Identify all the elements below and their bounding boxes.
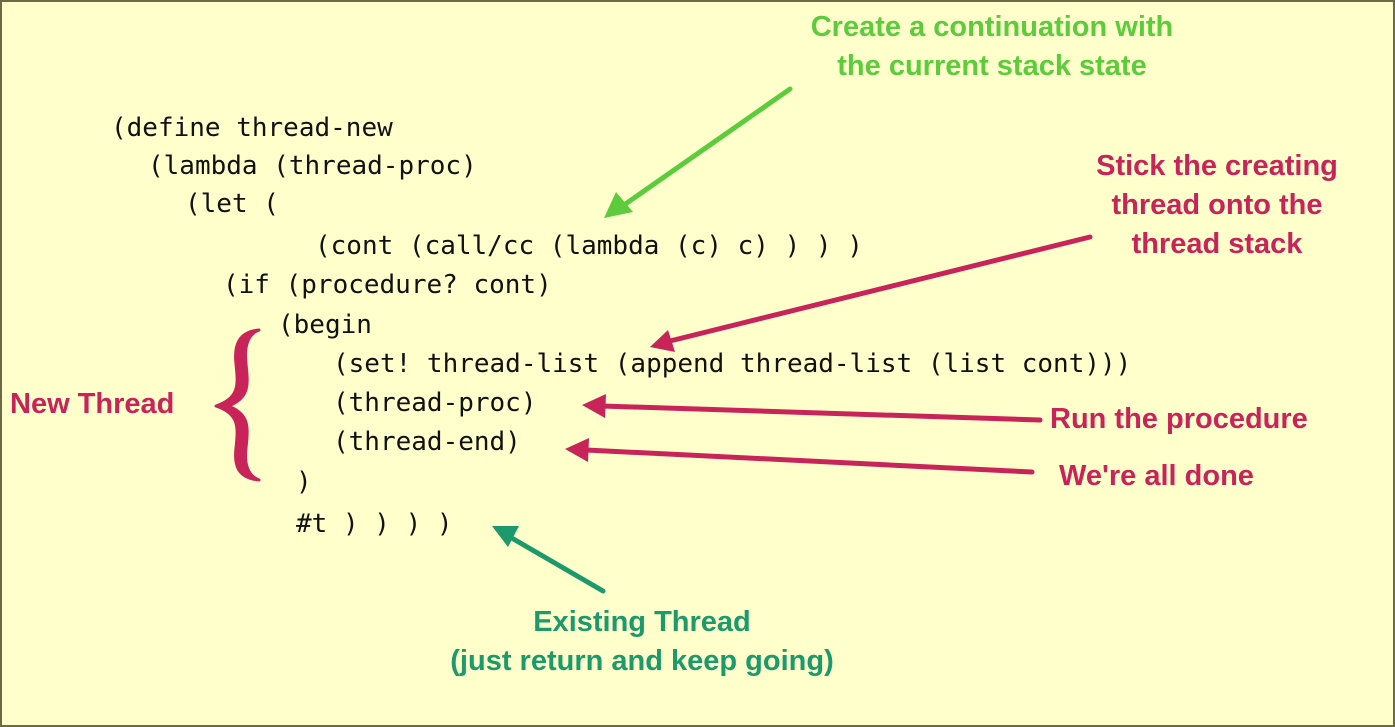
code-line-let: (let ( (185, 189, 279, 219)
annotation-stick-line-3: thread stack (1131, 228, 1303, 260)
annotation-continuation: Create a continuation with the current s… (762, 8, 1222, 86)
code-line-lambda: (lambda (thread-proc) (148, 151, 477, 181)
annotation-stick-line-1: Stick the creating (1096, 150, 1338, 182)
code-line-define: (define thread-new (111, 113, 393, 143)
red-arrow-done-icon (565, 438, 1035, 475)
annotation-run-procedure: Run the procedure (1050, 403, 1308, 435)
code-line-if: (if (procedure? cont) (223, 270, 552, 300)
annotation-continuation-line-2: the current stack state (837, 50, 1147, 82)
curly-brace-icon (214, 328, 261, 482)
annotation-existing-thread: Existing Thread (just return and keep go… (382, 603, 902, 681)
annotation-new-thread: New Thread (10, 388, 175, 420)
green-arrow-icon (604, 86, 793, 218)
code-line-thread-proc: (thread-proc) (333, 388, 537, 418)
annotation-stick-line-2: thread onto the (1111, 189, 1323, 221)
code-line-set: (set! thread-list (append thread-list (l… (333, 349, 1132, 379)
code-line-close-paren: ) (296, 467, 312, 497)
annotation-continuation-line-1: Create a continuation with (810, 11, 1174, 43)
annotation-existing-line-1: Existing Thread (533, 606, 751, 638)
teal-arrow-icon (492, 526, 606, 594)
code-line-return-true: #t ) ) ) ) (296, 509, 453, 539)
code-line-begin: (begin (278, 310, 372, 340)
code-line-cont: (cont (call/cc (lambda (c) c) ) ) ) (315, 231, 863, 261)
annotation-stick-thread: Stick the creating thread onto the threa… (1052, 147, 1382, 264)
code-line-thread-end: (thread-end) (333, 427, 521, 457)
red-arrow-stick-icon (650, 234, 1093, 352)
annotation-all-done: We're all done (1059, 460, 1254, 492)
annotation-existing-line-2: (just return and keep going) (450, 645, 834, 677)
red-arrow-run-icon (582, 394, 1043, 423)
